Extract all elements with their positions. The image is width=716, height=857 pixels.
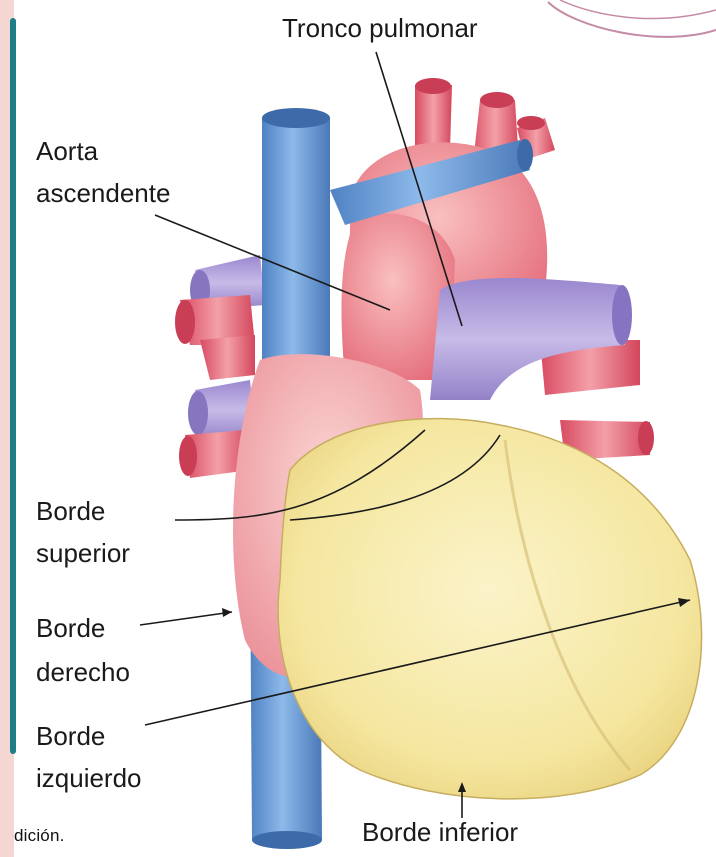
inferior-vena-cava-end <box>252 831 322 849</box>
pulmonary-artery-left-end <box>175 300 195 344</box>
artery-branch-3-end <box>517 116 545 130</box>
label-borde-inferior: Borde inferior <box>362 816 518 848</box>
superior-vena-cava-top <box>262 108 330 128</box>
pulmonary-trunk-end <box>612 285 632 345</box>
brachiocephalic-vein-end <box>517 139 533 171</box>
label-borde-izquierdo-line2: izquierdo <box>36 762 142 794</box>
label-borde-izquierdo-line1: Borde <box>36 720 105 752</box>
pulmonary-vein-left-lower-end <box>188 391 208 435</box>
label-aorta-line1: Aorta <box>36 135 98 167</box>
label-borde-superior-line2: superior <box>36 537 130 569</box>
label-borde-derecho-line2: derecho <box>36 656 130 688</box>
label-tronco-pulmonar: Tronco pulmonar <box>282 12 478 44</box>
artery-branch-2-end <box>480 92 514 108</box>
superior-vena-cava <box>262 118 330 380</box>
label-borde-superior-line1: Borde <box>36 495 105 527</box>
pulmonary-artery-left-bottom-end <box>179 436 197 476</box>
artery-branch-1-end <box>415 78 451 94</box>
left-frame-strip <box>10 18 16 754</box>
pulmonary-vein-right-lower-end <box>638 421 654 455</box>
caption-fragment: dición. <box>14 826 65 846</box>
label-borde-derecho-line1: Borde <box>36 612 105 644</box>
label-aorta-line2: ascendente <box>36 177 170 209</box>
